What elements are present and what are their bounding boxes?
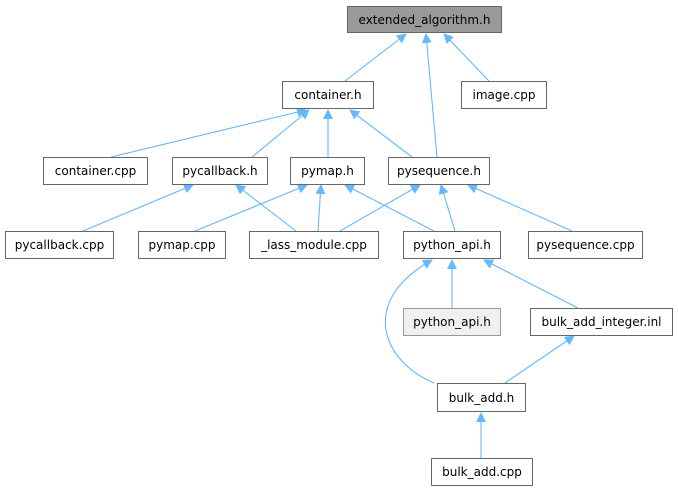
node-bulk-add-cpp[interactable]: bulk_add.cpp <box>431 458 533 486</box>
node-pycallback-h[interactable]: pycallback.h <box>172 157 268 185</box>
edge-bulk_add_h-to-python_api_h <box>384 259 435 384</box>
edge-image_cpp-to-extended_algorithm_h <box>443 33 490 82</box>
node-bulk-add-integer-inl[interactable]: bulk_add_integer.inl <box>530 308 673 336</box>
node-container-h[interactable]: container.h <box>282 81 374 109</box>
edge-lass_module_cpp-to-pysequence_h <box>339 184 421 232</box>
node-pymap-h[interactable]: pymap.h <box>290 157 365 185</box>
edge-bulk_add_h-to-bulk_add_integer_inl <box>504 335 575 384</box>
edge-lass_module_cpp-to-pymap_h <box>315 184 326 232</box>
edge-pymap_cpp-to-pymap_h <box>194 183 308 232</box>
edge-pycallback_h-to-container_h <box>251 109 310 158</box>
node-python-api-h[interactable]: python_api.h <box>403 231 501 259</box>
edge-python_api_h-to-pymap_h <box>344 184 435 232</box>
node-pysequence-cpp[interactable]: pysequence.cpp <box>528 231 643 259</box>
edge-container_h-to-extended_algorithm_h <box>344 33 407 82</box>
node-pymap-cpp[interactable]: pymap.cpp <box>138 231 226 259</box>
node-lass-module-cpp[interactable]: _lass_module.cpp <box>249 231 379 259</box>
edge-container_cpp-to-container_h <box>110 107 307 158</box>
node-pysequence-h[interactable]: pysequence.h <box>388 157 490 185</box>
node-extended-algorithm-h[interactable]: extended_algorithm.h <box>347 6 502 33</box>
edge-pycallback_cpp-to-pycallback_h <box>82 183 194 232</box>
edge-pysequence_cpp-to-pysequence_h <box>467 184 573 232</box>
edge-pysequence_h-to-extended_algorithm_h <box>421 33 438 158</box>
edge-lass_module_cpp-to-pycallback_h <box>235 184 297 232</box>
edge-pysequence_h-to-container_h <box>349 109 413 158</box>
edge-python_api_h-to-pysequence_h <box>438 184 456 232</box>
node-container-cpp[interactable]: container.cpp <box>43 157 148 185</box>
node-pycallback-cpp[interactable]: pycallback.cpp <box>5 231 114 259</box>
node-bulk-add-h[interactable]: bulk_add.h <box>437 383 526 412</box>
node-image-cpp[interactable]: image.cpp <box>461 81 547 109</box>
node-python-api-h-duplicate[interactable]: python_api.h <box>403 308 501 336</box>
edge-bulk_add_integer_inl-to-python_api_h <box>483 259 579 309</box>
